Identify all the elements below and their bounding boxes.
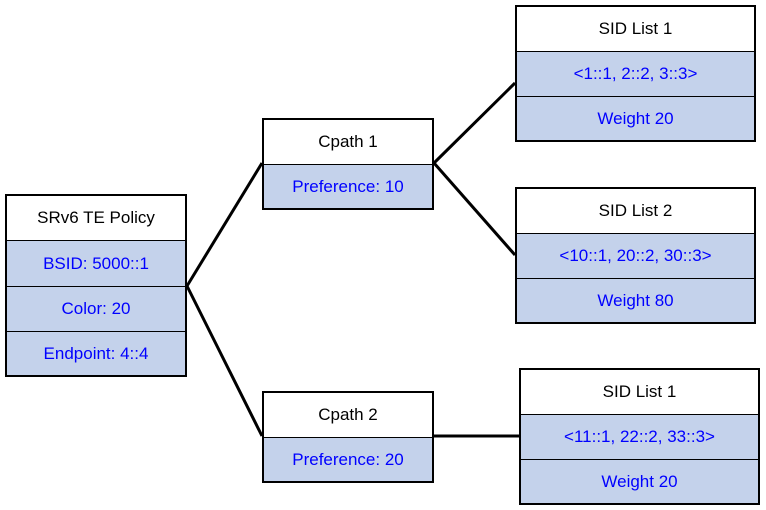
cpath-2-title: Cpath 2 — [264, 393, 432, 437]
policy-bsid: BSID: 5000::1 — [7, 240, 185, 286]
sid-list-2-box: SID List 2 <10::1, 20::2, 30::3> Weight … — [515, 187, 756, 324]
sid-list-3-title: SID List 1 — [521, 370, 758, 414]
sid-list-3-box: SID List 1 <11::1, 22::2, 33::3> Weight … — [519, 368, 760, 505]
policy-endpoint: Endpoint: 4::4 — [7, 331, 185, 375]
cpath-1-preference: Preference: 10 — [264, 164, 432, 208]
connector-cpath1-sidlist1 — [432, 81, 517, 165]
policy-box: SRv6 TE Policy BSID: 5000::1 Color: 20 E… — [5, 194, 187, 377]
cpath-1-title: Cpath 1 — [264, 120, 432, 164]
sid-list-1-sids: <1::1, 2::2, 3::3> — [517, 51, 754, 96]
sid-list-3-sids: <11::1, 22::2, 33::3> — [521, 414, 758, 459]
sid-list-2-weight: Weight 80 — [517, 278, 754, 322]
policy-title: SRv6 TE Policy — [7, 196, 185, 240]
sid-list-2-sids: <10::1, 20::2, 30::3> — [517, 233, 754, 278]
sid-list-1-title: SID List 1 — [517, 7, 754, 51]
sid-list-3-weight: Weight 20 — [521, 459, 758, 503]
cpath-1-box: Cpath 1 Preference: 10 — [262, 118, 434, 210]
sid-list-1-weight: Weight 20 — [517, 96, 754, 140]
connector-cpath1-sidlist2 — [432, 162, 517, 256]
connector-policy-cpath1 — [185, 162, 264, 287]
connector-policy-cpath2 — [185, 285, 264, 437]
sid-list-2-title: SID List 2 — [517, 189, 754, 233]
cpath-2-preference: Preference: 20 — [264, 437, 432, 481]
cpath-2-box: Cpath 2 Preference: 20 — [262, 391, 434, 483]
policy-color: Color: 20 — [7, 286, 185, 331]
sid-list-1-box: SID List 1 <1::1, 2::2, 3::3> Weight 20 — [515, 5, 756, 142]
